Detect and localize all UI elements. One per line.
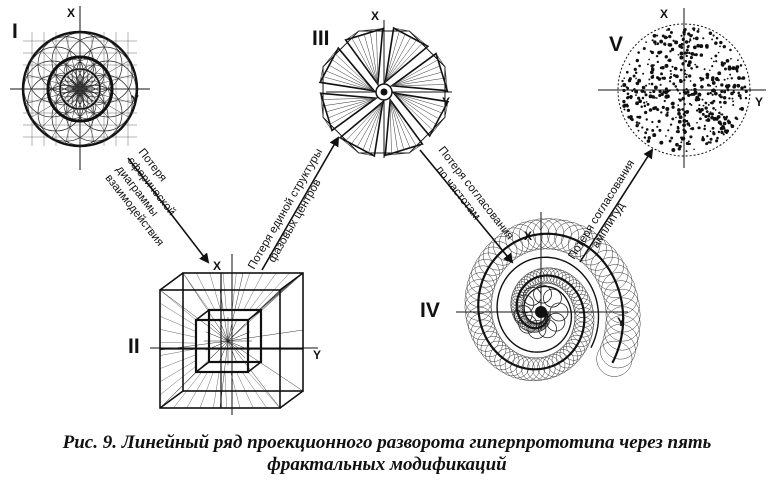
caption-line-2: фрактальных модификаций	[267, 454, 507, 475]
fig-iv-shell	[464, 218, 641, 382]
fig-i-label: I	[12, 20, 18, 43]
arrow-i-to-ii: Потеря сферической диаграммы взаимодейст…	[103, 146, 210, 264]
fig-i-y-label: Y	[131, 93, 139, 107]
fig-iii-label: III	[312, 27, 330, 50]
fig-v-dots	[620, 27, 748, 153]
fig-iii-x-label: X	[371, 9, 379, 23]
fig-iii-pinwheel	[318, 26, 450, 158]
fig-v-y-label: Y	[755, 95, 763, 109]
figure-caption: Рис. 9. Линейный ряд проекционного разво…	[0, 432, 774, 476]
fig-ii-label: II	[128, 335, 140, 358]
fig-i-petal-circles	[23, 32, 137, 146]
arrow-iii-to-iv: Потеря согласования по частотам	[419, 144, 516, 264]
figure-iii: III X Y	[312, 9, 452, 158]
fig-iv-y-label: Y	[617, 315, 625, 329]
fig-iii-y-label: Y	[442, 95, 450, 109]
fig-ii-x-label: X	[213, 259, 221, 273]
fig-v-x-label: X	[660, 7, 668, 21]
fig-iv-x-label: X	[524, 229, 532, 243]
fig-i-inner-ring	[46, 55, 114, 123]
caption-line-1: Рис. 9. Линейный ряд проекционного разво…	[62, 432, 712, 453]
fig-i-x-label: X	[67, 6, 75, 20]
fig-ii-mesh	[159, 272, 304, 409]
figure-ii: II X Y	[128, 254, 321, 415]
fig-iii-center-dot	[380, 88, 388, 96]
figure-v: V X Y	[598, 7, 766, 168]
fig-v-label: V	[609, 33, 623, 56]
arrow-iii-iv-line-1: Потеря согласования	[436, 144, 516, 242]
arrow-ii-to-iii: Потеря единой структуры фазовых центров	[246, 136, 339, 272]
fig-i-core-ring	[59, 68, 101, 110]
fig-iv-center	[535, 306, 547, 318]
figure-iv: IV X Y	[420, 212, 641, 382]
fig-v-outline	[617, 23, 751, 157]
fig-ii-y-label: Y	[313, 348, 321, 362]
arrow-iv-to-v: Потеря согласования амплитуд	[566, 148, 654, 263]
arrow-ii-iii-line-1: Потеря единой структуры	[246, 147, 325, 272]
fig-ii-cubes	[159, 272, 304, 409]
fig-iv-label: IV	[420, 299, 440, 322]
figure-i: I X Y	[10, 6, 150, 170]
